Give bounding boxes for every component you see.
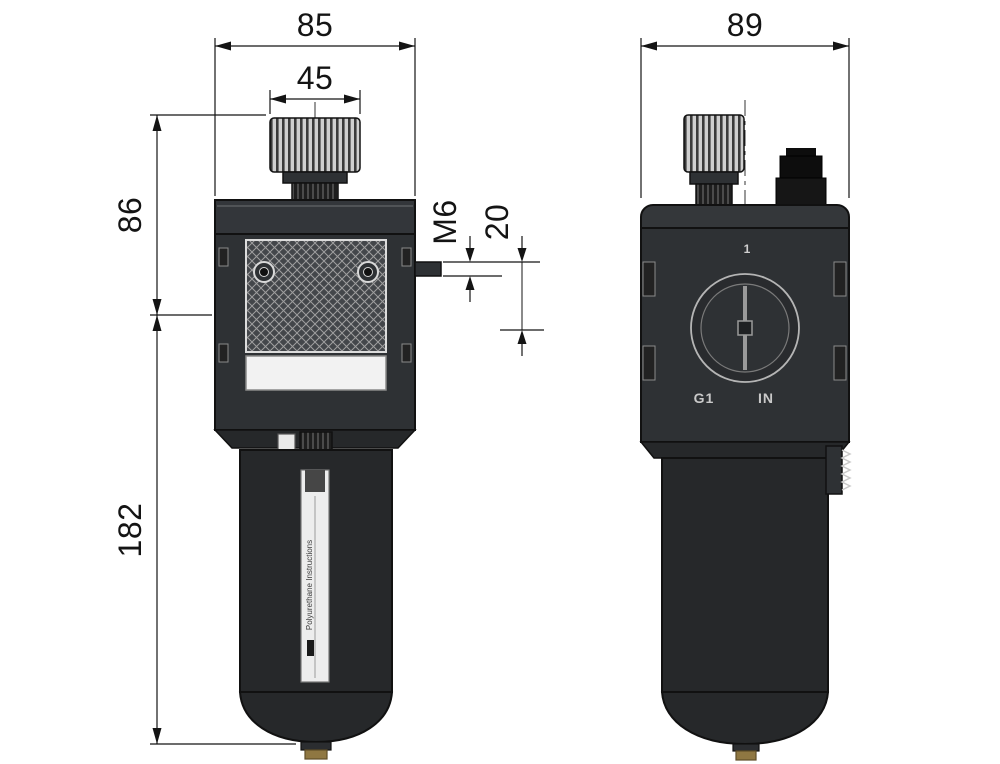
- front-view: Polyurethane Instructions: [213, 102, 442, 760]
- dim-20-label: 20: [479, 204, 515, 241]
- dim-89: 89: [640, 7, 850, 198]
- port-marking-in: IN: [758, 390, 774, 406]
- top-index-marking: 1: [744, 242, 751, 256]
- side-drain-fitting: [732, 743, 760, 761]
- front-bowl: Polyurethane Instructions: [238, 449, 394, 744]
- dim-86: 86: [112, 114, 266, 316]
- dim-85: 85: [214, 7, 416, 196]
- dim-85-label: 85: [297, 7, 334, 43]
- dim-89-label: 89: [727, 7, 764, 43]
- dim-86-label: 86: [112, 197, 148, 234]
- side-ratchet-clip: [825, 445, 852, 495]
- side-bowl: [660, 445, 852, 746]
- side-sight-boss: [690, 273, 800, 383]
- dimensions: 85 45 89 86: [112, 7, 850, 745]
- front-body: [213, 199, 417, 449]
- port-marking-g1: G1: [694, 390, 715, 406]
- dim-m6-label: M6: [427, 199, 463, 244]
- front-thread-boss: [414, 261, 442, 277]
- dim-182-label: 182: [112, 503, 148, 558]
- side-connector-block: [775, 148, 827, 207]
- bowl-instruction-text: Polyurethane Instructions: [305, 540, 314, 630]
- dim-45-label: 45: [297, 60, 334, 96]
- side-body: 1 G1 IN: [639, 204, 851, 459]
- side-latch-clips: [642, 261, 847, 381]
- front-side-tabs: [218, 247, 412, 363]
- front-screw-left: [253, 261, 275, 283]
- dim-m6: M6: [427, 199, 540, 302]
- dim-20: 20: [479, 204, 544, 356]
- dim-45: 45: [269, 60, 361, 114]
- side-view: 1 G1 IN: [639, 100, 852, 761]
- front-hatched-window: [245, 239, 387, 353]
- front-drain-fitting: [300, 741, 332, 760]
- side-adjustment-knob: [683, 114, 745, 206]
- front-adjustment-knob: [269, 117, 361, 201]
- front-screw-right: [357, 261, 379, 283]
- front-label-band: [245, 355, 387, 391]
- dim-182: 182: [112, 315, 296, 745]
